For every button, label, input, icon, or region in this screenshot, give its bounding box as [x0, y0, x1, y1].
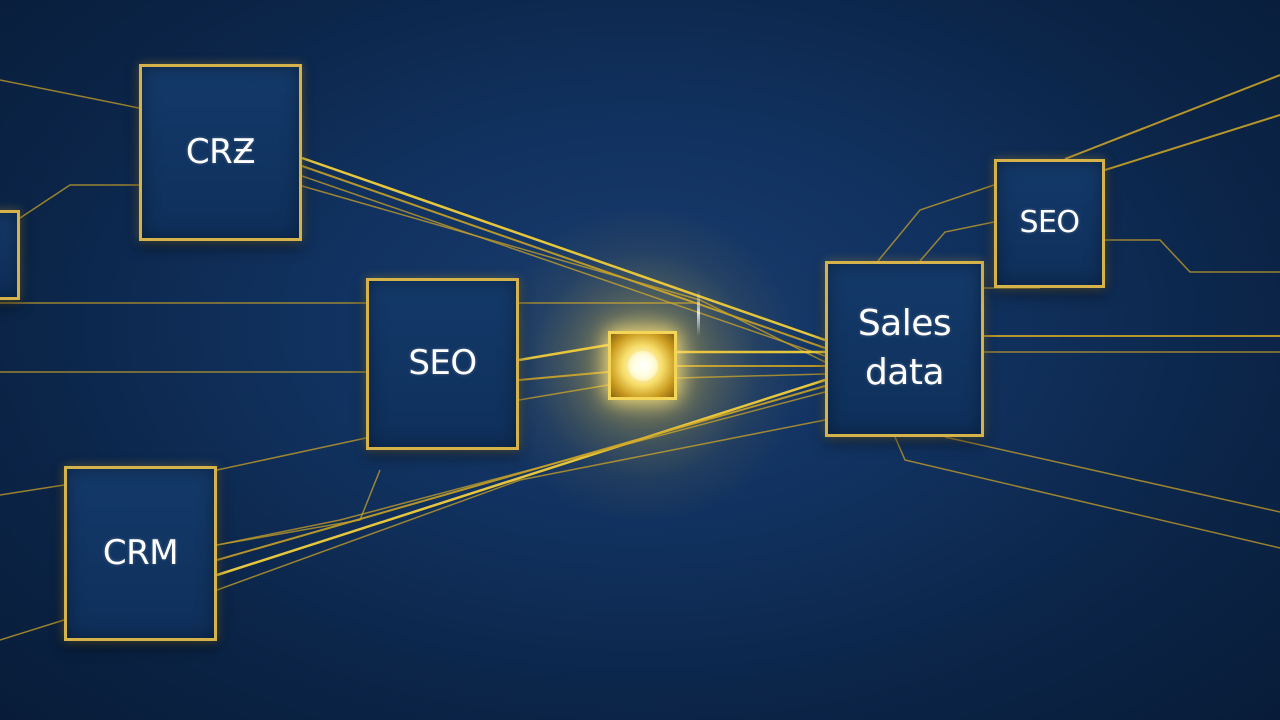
crm-box: CRM — [64, 466, 217, 641]
connection-line — [676, 373, 826, 379]
crm-label: CRM — [102, 532, 179, 573]
seo-center-label: SEO — [408, 343, 477, 384]
crz-box: CRƵ — [139, 64, 302, 241]
seo-right-label: SEO — [1019, 205, 1080, 241]
light-spark — [697, 290, 700, 336]
connection-line — [0, 484, 65, 496]
glowing-light-icon — [608, 331, 677, 400]
connection-line — [518, 384, 609, 401]
connection-line — [0, 79, 140, 109]
connection-line — [877, 184, 995, 262]
connection-line — [919, 221, 995, 262]
connection-line — [216, 469, 381, 546]
connection-line — [19, 184, 139, 219]
connection-line — [0, 619, 65, 641]
connection-line — [518, 371, 609, 381]
connection-line — [518, 343, 609, 362]
connection-line — [1105, 239, 1280, 273]
connection-line — [216, 391, 826, 546]
crz-label: CRƵ — [185, 131, 256, 172]
connection-line — [894, 436, 1280, 549]
connection-line — [1064, 74, 1280, 160]
seo-box-right: SEO — [994, 159, 1105, 288]
sales-data-label: Sales data — [857, 303, 952, 393]
connection-line — [1104, 114, 1280, 171]
hub-core — [627, 350, 658, 381]
partial-box-left — [0, 210, 20, 300]
connection-line — [216, 378, 826, 577]
connection-line — [216, 419, 826, 591]
seo-box-center: SEO — [366, 278, 519, 450]
connection-line — [216, 437, 367, 471]
connection-line — [944, 436, 1280, 513]
sales-data-box: Sales data — [825, 261, 984, 437]
